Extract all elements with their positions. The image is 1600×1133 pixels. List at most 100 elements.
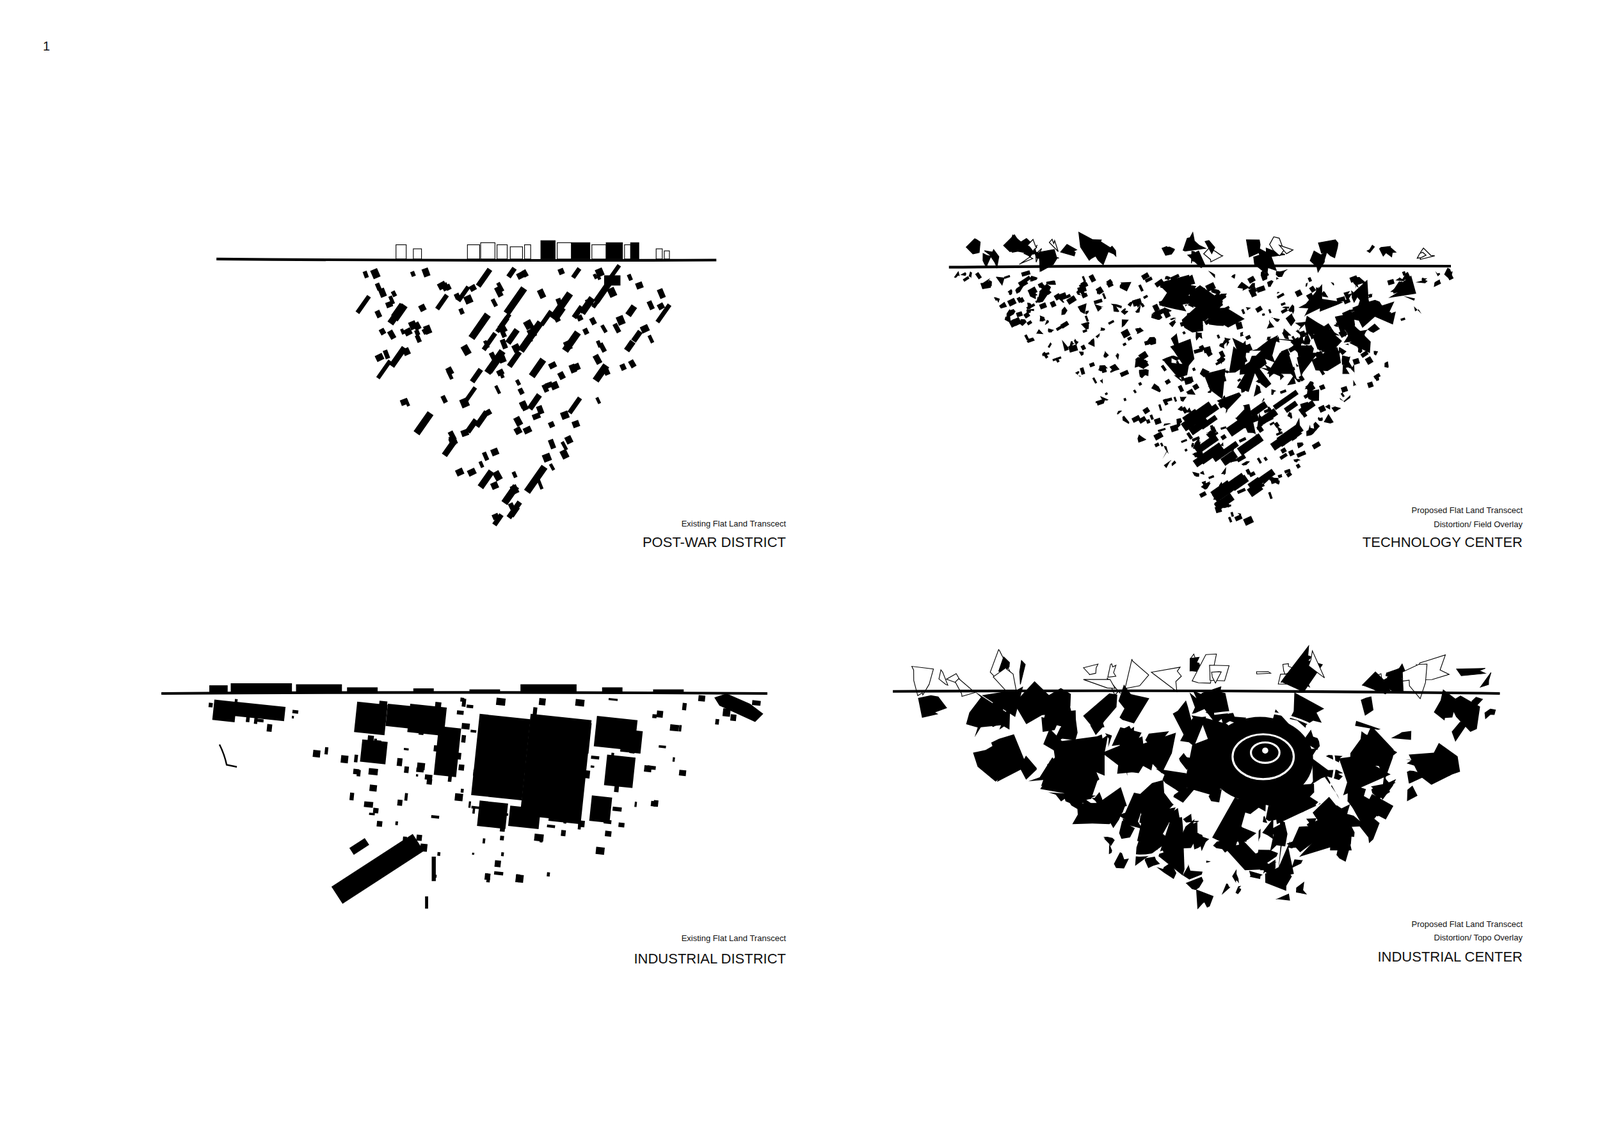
building-footprint	[1100, 327, 1106, 331]
building-footprint	[1192, 383, 1200, 391]
building-footprint	[653, 800, 659, 808]
building-footprint	[440, 394, 448, 404]
building-footprint	[1160, 442, 1164, 447]
building-footprint	[1208, 789, 1222, 804]
building-footprint	[626, 273, 633, 282]
building-footprint	[437, 747, 441, 756]
building-footprint	[1281, 328, 1292, 340]
building-footprint	[1298, 375, 1305, 382]
building-footprint	[1288, 449, 1295, 457]
building-footprint	[1120, 369, 1130, 378]
building-footprint	[481, 451, 489, 462]
building-footprint	[538, 698, 546, 706]
building-footprint	[1208, 270, 1216, 279]
building-footprint	[468, 801, 472, 808]
building-footprint	[486, 878, 491, 884]
building-footprint	[431, 815, 440, 820]
building-footprint	[1026, 309, 1035, 314]
building-footprint	[1239, 437, 1247, 443]
building-footprint	[1080, 344, 1087, 351]
building-footprint	[634, 281, 644, 290]
building-footprint	[551, 311, 561, 323]
building-footprint	[647, 765, 656, 770]
building-footprint	[714, 693, 764, 723]
building-footprint	[495, 312, 512, 334]
building-footprint	[559, 449, 570, 461]
building-footprint	[1019, 257, 1033, 265]
building-footprint	[1365, 356, 1375, 366]
building-footprint	[509, 791, 516, 798]
building-footprint	[1221, 712, 1236, 726]
building-footprint	[547, 719, 592, 754]
building-footprint	[1305, 282, 1309, 288]
building-footprint	[1060, 320, 1070, 329]
caption-note: Existing Flat Land Transcect	[681, 934, 786, 944]
building-footprint	[515, 270, 526, 280]
building-elevation	[467, 245, 480, 260]
building-footprint	[1146, 419, 1151, 424]
building-footprint	[1318, 405, 1327, 413]
building-footprint	[1258, 828, 1261, 843]
building-footprint	[1360, 696, 1374, 717]
building-footprint	[1214, 432, 1219, 436]
building-footprint	[1287, 411, 1293, 420]
building-footprint	[458, 307, 465, 315]
building-footprint	[582, 327, 590, 336]
building-footprint	[506, 350, 522, 368]
building-footprint	[1260, 364, 1284, 377]
building-footprint	[613, 785, 619, 793]
building-footprint	[581, 769, 591, 779]
building-footprint	[611, 753, 615, 759]
building-footprint	[1072, 734, 1109, 770]
building-footprint	[1256, 285, 1266, 294]
building-footprint	[466, 467, 477, 477]
building-footprint	[536, 479, 544, 491]
building-footprint	[471, 806, 480, 810]
building-footprint	[460, 789, 464, 793]
building-footprint	[1216, 392, 1241, 411]
building-footprint	[988, 279, 992, 287]
building-footprint	[972, 746, 1011, 783]
building-footprint	[369, 784, 377, 792]
building-footprint	[1283, 400, 1298, 413]
building-footprint	[995, 276, 1005, 286]
building-footprint	[446, 369, 454, 381]
building-footprint	[1191, 832, 1209, 852]
building-footprint	[1182, 814, 1192, 824]
building-footprint	[1117, 725, 1140, 774]
topo-contour	[1214, 711, 1335, 806]
building-footprint	[515, 874, 524, 884]
building-footprint	[1312, 441, 1321, 450]
building-footprint	[589, 316, 598, 326]
building-footprint	[1271, 389, 1277, 395]
building-footprint	[1157, 307, 1167, 317]
building-footprint	[1343, 291, 1353, 301]
building-footprint	[486, 743, 491, 751]
building-footprint	[564, 435, 574, 445]
building-footprint	[266, 724, 273, 733]
building-footprint	[630, 744, 635, 749]
building-footprint	[1083, 679, 1115, 689]
building-footprint	[612, 323, 622, 335]
building-footprint	[1332, 816, 1355, 838]
building-footprint	[1266, 337, 1296, 342]
building-footprint	[1352, 300, 1388, 329]
building-footprint	[464, 386, 477, 403]
building-footprint	[331, 834, 424, 905]
building-footprint	[1061, 306, 1068, 315]
building-footprint	[1484, 709, 1497, 720]
building-footprint	[412, 321, 422, 331]
building-footprint	[536, 405, 545, 415]
building-footprint	[1267, 280, 1274, 288]
building-elevation	[524, 245, 532, 260]
building-footprint	[555, 297, 564, 309]
building-footprint	[388, 295, 395, 305]
building-footprint	[494, 385, 502, 395]
building-footprint	[1373, 373, 1381, 380]
building-footprint	[456, 710, 464, 715]
building-footprint	[1391, 730, 1412, 740]
building-elevation	[624, 245, 632, 260]
building-footprint	[548, 795, 582, 825]
building-footprint	[1013, 681, 1060, 725]
